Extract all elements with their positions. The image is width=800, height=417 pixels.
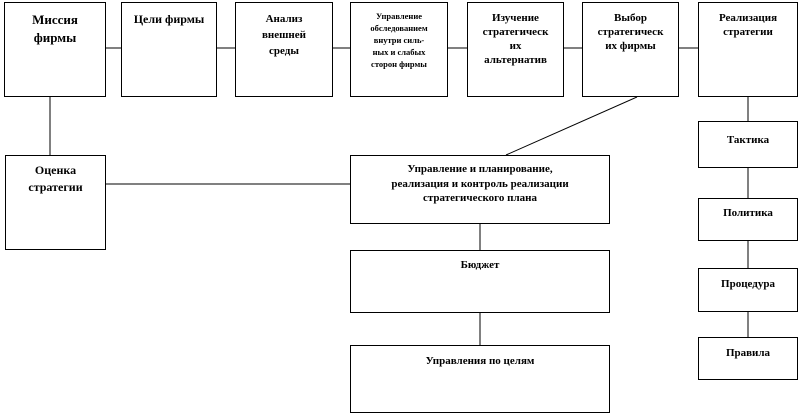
box-procedure-label: Процедура <box>721 278 775 290</box>
box-tactics-label: Тактика <box>726 134 770 146</box>
box-alternatives: Изучение стратегическ их альтернатив <box>467 2 564 97</box>
box-rules-label: Правила <box>725 347 771 359</box>
box-choice-label: Выбор стратегическ их фирмы <box>597 12 664 52</box>
box-evaluation-label: Оценка стратегии <box>28 163 83 194</box>
box-mbo: Управления по целям <box>350 345 610 413</box>
box-alternatives-label: Изучение стратегическ их альтернатив <box>482 12 549 66</box>
box-budget: Бюджет <box>350 250 610 313</box>
box-internal-survey-label: Управление обследованием внутри силь- ны… <box>370 11 428 69</box>
box-mission: Миссия фирмы <box>4 2 106 97</box>
box-internal-survey: Управление обследованием внутри силь- ны… <box>350 2 448 97</box>
box-env-analysis-label: Анализ внешней среды <box>261 13 306 57</box>
box-policy: Политика <box>698 198 798 241</box>
box-implementation: Реализация стратегии <box>698 2 798 97</box>
box-planning: Управление и планирование, реализация и … <box>350 155 610 224</box>
box-rules: Правила <box>698 337 798 380</box>
link-choice-planning <box>505 96 638 156</box>
box-implementation-label: Реализация стратегии <box>718 12 778 38</box>
box-planning-label: Управление и планирование, реализация и … <box>391 163 569 204</box>
box-goals: Цели фирмы <box>121 2 217 97</box>
box-mbo-label: Управления по целям <box>425 355 535 367</box>
box-mission-label: Миссия фирмы <box>32 12 78 45</box>
box-policy-label: Политика <box>723 207 773 219</box>
box-goals-label: Цели фирмы <box>133 12 205 26</box>
box-procedure: Процедура <box>698 268 798 312</box>
box-evaluation: Оценка стратегии <box>5 155 106 250</box>
box-env-analysis: Анализ внешней среды <box>235 2 333 97</box>
box-budget-label: Бюджет <box>460 259 500 271</box>
box-tactics: Тактика <box>698 121 798 168</box>
box-choice: Выбор стратегическ их фирмы <box>582 2 679 97</box>
